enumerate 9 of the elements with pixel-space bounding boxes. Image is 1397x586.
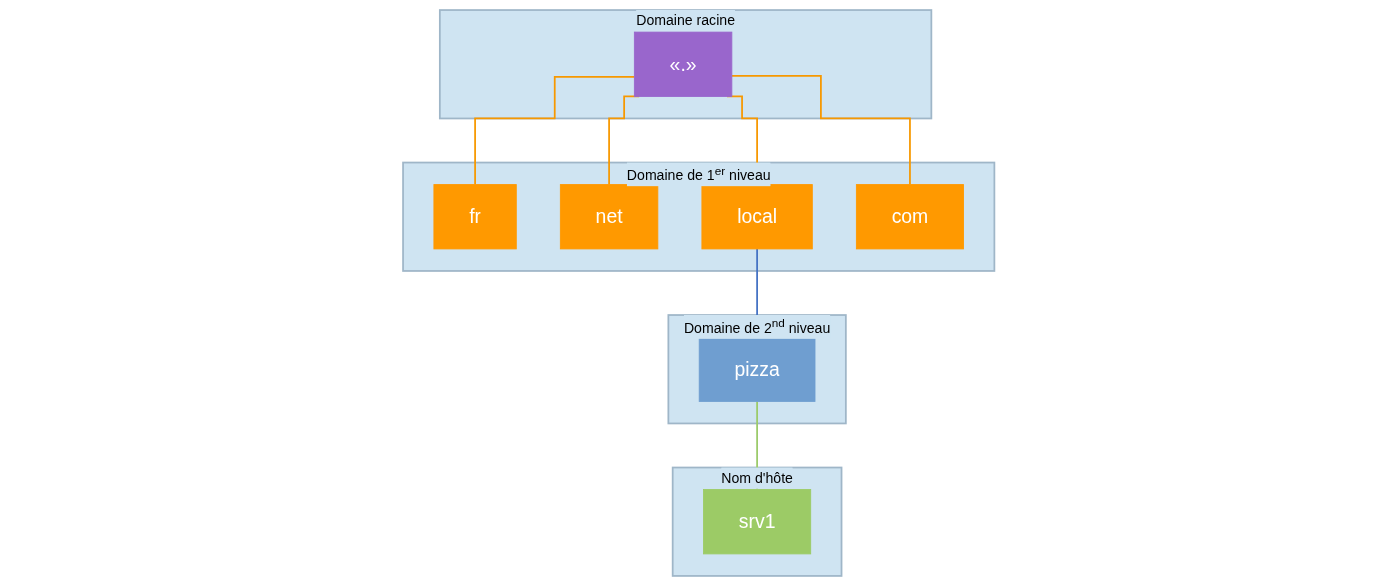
node-box: «.» xyxy=(633,31,733,97)
connector xyxy=(730,75,911,186)
node-box: com xyxy=(855,184,964,250)
node-box: net xyxy=(559,184,659,250)
connector xyxy=(474,76,635,186)
node-box: srv1 xyxy=(702,489,811,555)
node-box: fr xyxy=(433,184,517,250)
node-box: local xyxy=(701,184,813,250)
node-box: pizza xyxy=(698,336,816,402)
